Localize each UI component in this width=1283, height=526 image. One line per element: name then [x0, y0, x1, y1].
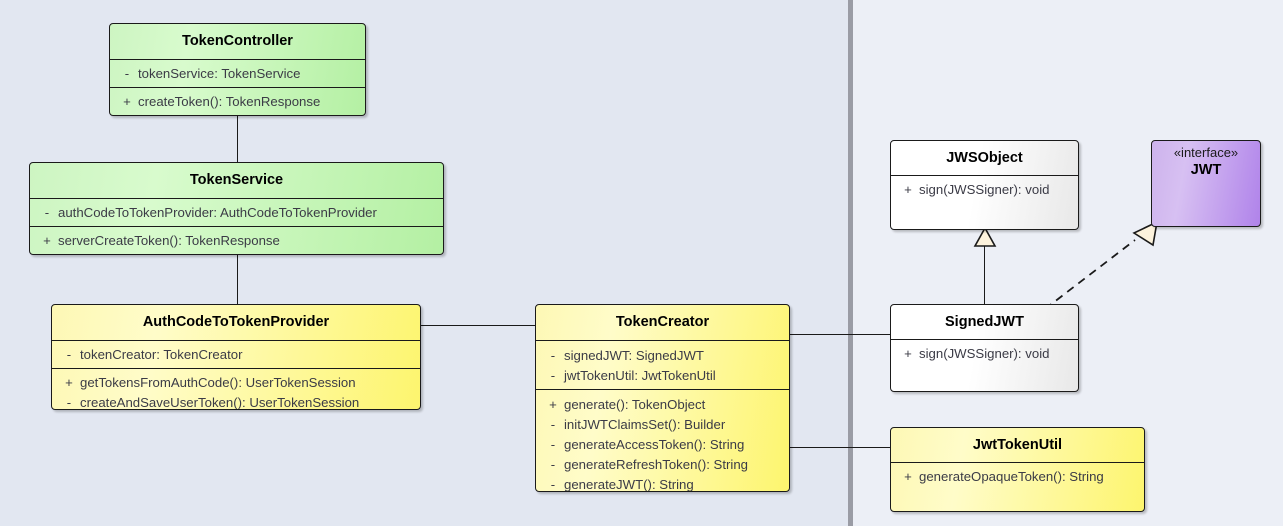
edge-tokencontroller-tokenservice: [237, 115, 238, 163]
class-box-tokencreator[interactable]: TokenCreator - signedJWT: SignedJWT - jw…: [535, 304, 790, 492]
method-compartment-tokenservice: + serverCreateToken(): TokenResponse: [30, 226, 443, 254]
method-row: - generateJWT(): String: [542, 475, 783, 492]
class-box-signedjwt[interactable]: SignedJWT + sign(JWSSigner): void: [890, 304, 1079, 392]
class-title: JWSObject: [946, 149, 1023, 166]
visibility-marker: -: [550, 457, 556, 472]
edge-signedjwt-jwsobject: [984, 245, 985, 305]
method-row: + getTokensFromAuthCode(): UserTokenSess…: [58, 373, 414, 393]
visibility-marker: +: [43, 233, 51, 248]
visibility-marker: -: [66, 395, 72, 410]
visibility-marker: -: [550, 417, 556, 432]
visibility-marker: +: [65, 375, 73, 390]
visibility-marker: -: [44, 205, 50, 220]
visibility-marker: -: [66, 347, 72, 362]
method-row: + sign(JWSSigner): void: [897, 344, 1072, 364]
visibility-marker: -: [550, 477, 556, 492]
member-signature: generateJWT(): String: [564, 477, 694, 492]
class-box-jwttokenutil[interactable]: JwtTokenUtil + generateOpaqueToken(): St…: [890, 427, 1145, 512]
attribute-row: - jwtTokenUtil: JwtTokenUtil: [542, 366, 783, 386]
attribute-compartment-tokencontroller: - tokenService: TokenService: [110, 59, 365, 87]
class-box-tokenservice[interactable]: TokenService - authCodeToTokenProvider: …: [29, 162, 444, 255]
method-compartment-jwsobject: + sign(JWSSigner): void: [891, 175, 1078, 229]
attribute-compartment-tokenservice: - authCodeToTokenProvider: AuthCodeToTok…: [30, 198, 443, 226]
member-signature: sign(JWSSigner): void: [919, 182, 1050, 197]
visibility-marker: +: [904, 469, 912, 484]
member-signature: serverCreateToken(): TokenResponse: [58, 233, 280, 248]
member-signature: authCodeToTokenProvider: AuthCodeToToken…: [58, 205, 377, 220]
class-box-tokencontroller[interactable]: TokenController - tokenService: TokenSer…: [109, 23, 366, 116]
class-name-jwsobject: JWSObject: [891, 141, 1078, 175]
class-box-jwt[interactable]: «interface» JWT: [1151, 140, 1261, 227]
class-box-jwsobject[interactable]: JWSObject + sign(JWSSigner): void: [890, 140, 1079, 230]
class-title: JwtTokenUtil: [972, 436, 1063, 453]
attribute-compartment-authcodetotokenprovider: - tokenCreator: TokenCreator: [52, 340, 420, 368]
generalization-arrowhead-icon: [973, 226, 997, 247]
vertical-divider: [848, 0, 853, 526]
method-row: + serverCreateToken(): TokenResponse: [36, 231, 437, 251]
realization-arrowhead-icon: [1132, 220, 1159, 247]
class-stereotype: «interface»: [1173, 145, 1239, 160]
method-row: - generateAccessToken(): String: [542, 435, 783, 455]
visibility-marker: +: [549, 397, 557, 412]
method-row: - initJWTClaimsSet(): Builder: [542, 415, 783, 435]
member-signature: tokenCreator: TokenCreator: [80, 347, 243, 362]
visibility-marker: -: [124, 66, 130, 81]
class-box-authcodetotokenprovider[interactable]: AuthCodeToTokenProvider - tokenCreator: …: [51, 304, 421, 410]
class-title: TokenService: [189, 172, 284, 189]
class-name-authcodetotokenprovider: AuthCodeToTokenProvider: [52, 305, 420, 340]
method-row: - createAndSaveUserToken(): UserTokenSes…: [58, 393, 414, 410]
member-signature: generateAccessToken(): String: [564, 437, 745, 452]
visibility-marker: +: [904, 346, 912, 361]
visibility-marker: -: [550, 348, 556, 363]
member-signature: signedJWT: SignedJWT: [564, 348, 704, 363]
edge-signedjwt-jwt: [1044, 239, 1136, 310]
class-title: TokenCreator: [615, 314, 710, 331]
edge-tokencreator-jwttokenutil: [790, 447, 890, 448]
member-signature: createToken(): TokenResponse: [138, 94, 321, 109]
member-signature: tokenService: TokenService: [138, 66, 301, 81]
edge-authcodetotokenprovider-tokencreator: [421, 325, 535, 326]
visibility-marker: -: [550, 368, 556, 383]
method-row: + createToken(): TokenResponse: [116, 92, 359, 112]
method-compartment-tokencontroller: + createToken(): TokenResponse: [110, 87, 365, 115]
method-row: + sign(JWSSigner): void: [897, 180, 1072, 200]
member-signature: getTokensFromAuthCode(): UserTokenSessio…: [80, 375, 356, 390]
method-compartment-tokencreator: + generate(): TokenObject - initJWTClaim…: [536, 389, 789, 491]
class-title: JWT: [1190, 162, 1222, 179]
member-signature: createAndSaveUserToken(): UserTokenSessi…: [80, 395, 360, 410]
member-signature: generateRefreshToken(): String: [564, 457, 748, 472]
method-row: - generateRefreshToken(): String: [542, 455, 783, 475]
class-title: AuthCodeToTokenProvider: [142, 314, 330, 331]
edge-tokenservice-authcodetotokenprovider: [237, 254, 238, 304]
member-signature: initJWTClaimsSet(): Builder: [564, 417, 726, 432]
method-row: + generate(): TokenObject: [542, 395, 783, 415]
attribute-row: - signedJWT: SignedJWT: [542, 346, 783, 366]
member-signature: sign(JWSSigner): void: [919, 346, 1050, 361]
class-title: SignedJWT: [945, 313, 1024, 330]
class-name-tokenservice: TokenService: [30, 163, 443, 198]
member-signature: generateOpaqueToken(): String: [919, 469, 1104, 484]
attribute-compartment-tokencreator: - signedJWT: SignedJWT - jwtTokenUtil: J…: [536, 340, 789, 389]
class-name-tokencreator: TokenCreator: [536, 305, 789, 340]
method-compartment-authcodetotokenprovider: + getTokensFromAuthCode(): UserTokenSess…: [52, 368, 420, 410]
class-title: TokenController: [182, 33, 293, 50]
class-name-signedjwt: SignedJWT: [891, 305, 1078, 339]
attribute-row: - tokenService: TokenService: [116, 64, 359, 84]
visibility-marker: +: [904, 182, 912, 197]
visibility-marker: -: [550, 437, 556, 452]
attribute-row: - authCodeToTokenProvider: AuthCodeToTok…: [36, 203, 437, 223]
class-name-jwt: «interface» JWT: [1152, 141, 1260, 226]
attribute-row: - tokenCreator: TokenCreator: [58, 345, 414, 365]
method-compartment-signedjwt: + sign(JWSSigner): void: [891, 339, 1078, 391]
edge-tokencreator-signedjwt: [790, 334, 890, 335]
visibility-marker: +: [123, 94, 131, 109]
class-name-jwttokenutil: JwtTokenUtil: [891, 428, 1144, 462]
class-name-tokencontroller: TokenController: [110, 24, 365, 59]
member-signature: jwtTokenUtil: JwtTokenUtil: [564, 368, 716, 383]
member-signature: generate(): TokenObject: [564, 397, 706, 412]
method-compartment-jwttokenutil: + generateOpaqueToken(): String: [891, 462, 1144, 511]
method-row: + generateOpaqueToken(): String: [897, 467, 1138, 487]
